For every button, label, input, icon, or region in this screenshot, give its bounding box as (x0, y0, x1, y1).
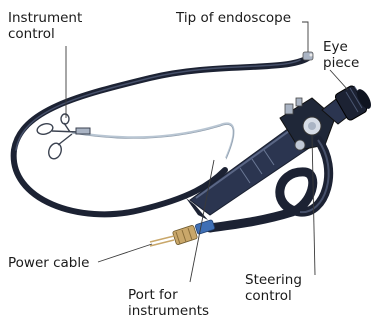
label-instrument-control-line-2: control (8, 26, 82, 42)
label-port-for-instruments-line-2: instruments (128, 303, 209, 319)
label-power-cable: Power cable (8, 255, 89, 271)
leader-eye-piece (330, 70, 348, 90)
label-eye-piece-line-1: Eye (323, 39, 359, 55)
label-steering-control-line-2: control (245, 288, 302, 304)
endoscope-tip (303, 52, 313, 60)
label-instrument-control-line-1: Instrument (8, 10, 82, 26)
label-port-for-instruments: Port for instruments (128, 287, 209, 319)
leader-tip-of-endoscope (302, 22, 308, 52)
label-eye-piece: Eye piece (323, 39, 359, 71)
label-steering-control-line-1: Steering (245, 272, 302, 288)
label-tip-of-endoscope: Tip of endoscope (176, 10, 291, 26)
power-cable-connector (150, 219, 215, 246)
label-steering-control: Steering control (245, 272, 302, 304)
label-eye-piece-line-2: piece (323, 55, 359, 71)
label-port-for-instruments-line-1: Port for (128, 287, 209, 303)
instrument-control-handles (36, 114, 90, 161)
instrument-wire-outline (72, 125, 234, 160)
label-instrument-control: Instrument control (8, 10, 82, 42)
instrument-wire (72, 123, 234, 158)
leader-power-cable (98, 244, 152, 262)
